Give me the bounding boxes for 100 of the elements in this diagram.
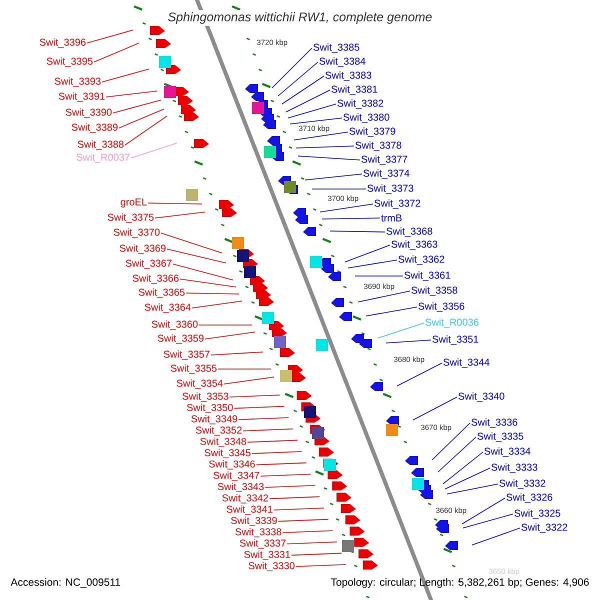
- leader-line: [358, 290, 410, 302]
- leader-line: [444, 468, 490, 490]
- gene-label: Swit_3334: [484, 447, 530, 457]
- gene-label: trmB: [381, 214, 402, 222]
- genome-info-text: Topology: circular; Length: 5,382,261 bp; Genes: 4,906: [330, 578, 589, 588]
- gene-label: Swit_3338: [235, 528, 282, 538]
- leader-line: [438, 436, 476, 472]
- gene-label: Swit_3372: [374, 199, 420, 209]
- gene-label: Swit_3331: [244, 550, 290, 560]
- gene-label: Swit_3363: [391, 240, 438, 250]
- accession-text: Accession: NC_009511: [10, 578, 120, 588]
- gene-label: Swit_3352: [196, 426, 242, 436]
- leader-line: [288, 104, 336, 118]
- leader-line: [442, 452, 484, 484]
- leader-line: [238, 417, 289, 420]
- leader-line: [86, 30, 134, 44]
- gene-label: Swit_3347: [213, 471, 260, 481]
- gene-label: Swit_3373: [367, 184, 414, 194]
- gene-label: Swit_3385: [313, 43, 360, 53]
- leader-line: [462, 498, 506, 524]
- gene-label: Swit_3348: [200, 438, 246, 447]
- leader-line: [180, 278, 236, 288]
- leader-line: [296, 564, 346, 567]
- gene-label: Swit_3370: [114, 228, 160, 238]
- gene-label: groEL: [120, 198, 147, 208]
- title: Sphingomonas wittichii RW1, complete genome: [166, 10, 434, 26]
- leader-line: [112, 100, 162, 114]
- leader-line: [290, 118, 342, 124]
- leader-line: [274, 508, 324, 510]
- gene-label: Swit_3382: [337, 99, 384, 109]
- gene-label: Swit_3339: [231, 516, 277, 526]
- leader-line: [218, 368, 272, 370]
- gene-label: Swit_3340: [458, 392, 504, 402]
- leader-line: [192, 300, 242, 308]
- gene-label: Swit_3362: [398, 255, 444, 265]
- gene-label: Swit_3393: [54, 77, 101, 87]
- leader-line: [224, 376, 274, 384]
- leader-line: [166, 248, 226, 264]
- gene-label: Swit_3344: [443, 358, 490, 368]
- gene-label: Swit_3353: [182, 392, 228, 402]
- gene-label: Swit_3343: [218, 482, 264, 492]
- leader-line: [291, 552, 342, 556]
- leader-line: [118, 108, 164, 128]
- gene-label: Swit_3336: [471, 418, 518, 428]
- leader-line: [432, 422, 470, 460]
- leader-line: [198, 324, 252, 326]
- leader-line: [296, 146, 354, 148]
- gene-label: Swit_3335: [477, 432, 524, 442]
- leader-line: [210, 352, 264, 356]
- gene-label: Swit_3358: [411, 286, 458, 296]
- gene-label: Swit_3390: [66, 108, 112, 118]
- gene-label: Swit_3357: [164, 350, 210, 360]
- leader-line: [94, 42, 140, 62]
- leader-line: [229, 394, 280, 398]
- leader-line: [304, 174, 362, 180]
- leader-line: [242, 428, 294, 432]
- leader-line: [130, 142, 178, 158]
- leader-line: [396, 362, 442, 386]
- gene-label: Swit_3351: [432, 335, 478, 345]
- leader-line: [278, 518, 329, 522]
- gene-label: Swit_3383: [325, 71, 372, 81]
- leader-line: [264, 485, 316, 488]
- gene-label: Swit_3378: [355, 141, 402, 151]
- gene-label: Swit_R0037: [76, 153, 130, 163]
- leader-line: [186, 292, 240, 294]
- leader-line: [124, 116, 168, 146]
- leader-line: [172, 264, 234, 280]
- leader-line: [330, 230, 386, 232]
- gene-label: Swit_3368: [386, 227, 432, 237]
- gene-label: Swit_3326: [506, 493, 552, 503]
- gene-label: Swit_3367: [126, 259, 172, 269]
- gene-label: Swit_3342: [222, 494, 268, 504]
- gene-label: Swit_3377: [361, 155, 408, 165]
- leader-line: [322, 218, 380, 220]
- leader-line: [320, 204, 374, 212]
- gene-label: Swit_R0036: [425, 318, 478, 328]
- leader-line: [102, 68, 150, 82]
- gene-label: Swit_3346: [209, 460, 255, 470]
- leader-line: [446, 484, 498, 494]
- gene-label: Swit_3341: [226, 505, 272, 515]
- gene-label: Swit_3330: [248, 562, 294, 572]
- leader-line: [286, 90, 330, 112]
- leader-line: [378, 322, 424, 338]
- gene-label: Swit_3364: [144, 303, 191, 313]
- leader-line: [386, 340, 432, 344]
- gene-label: Swit_3381: [331, 85, 378, 95]
- gene-label: Swit_3349: [191, 414, 238, 424]
- leader-line: [269, 496, 320, 500]
- gene-label: Swit_3360: [152, 320, 198, 330]
- gene-label: Swit_3345: [204, 448, 250, 458]
- gene-label: Swit_3366: [132, 274, 179, 284]
- leader-line: [148, 202, 202, 204]
- leader-line: [462, 514, 514, 528]
- leader-line: [252, 451, 302, 454]
- leader-line: [286, 542, 338, 544]
- gene-label: Swit_3337: [240, 539, 286, 549]
- gene-label: Swit_3374: [363, 169, 410, 179]
- gene-label: Swit_3379: [349, 127, 396, 137]
- gene-label: Swit_3389: [72, 123, 118, 133]
- leader-line: [472, 528, 520, 546]
